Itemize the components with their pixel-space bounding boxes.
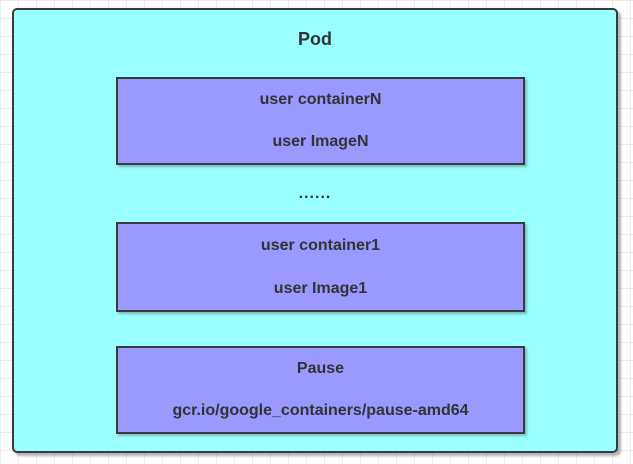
pod-title: Pod bbox=[298, 29, 332, 49]
pod-shape[interactable]: Pod user containerN user ImageN ...... u… bbox=[12, 8, 618, 453]
container-name: user container1 bbox=[260, 236, 381, 254]
container-shape-1[interactable]: user container1 user Image1 bbox=[116, 222, 525, 312]
container-image: gcr.io/google_containers/pause-amd64 bbox=[172, 402, 469, 420]
container-image: user ImageN bbox=[272, 133, 369, 151]
pause-container-shape[interactable]: Pause gcr.io/google_containers/pause-amd… bbox=[116, 346, 525, 434]
container-image: user Image1 bbox=[273, 279, 368, 297]
container-shape-n[interactable]: user containerN user ImageN bbox=[116, 77, 525, 165]
more-containers-ellipsis: ...... bbox=[298, 185, 332, 202]
container-name: Pause bbox=[296, 360, 345, 378]
container-name: user containerN bbox=[259, 91, 382, 109]
